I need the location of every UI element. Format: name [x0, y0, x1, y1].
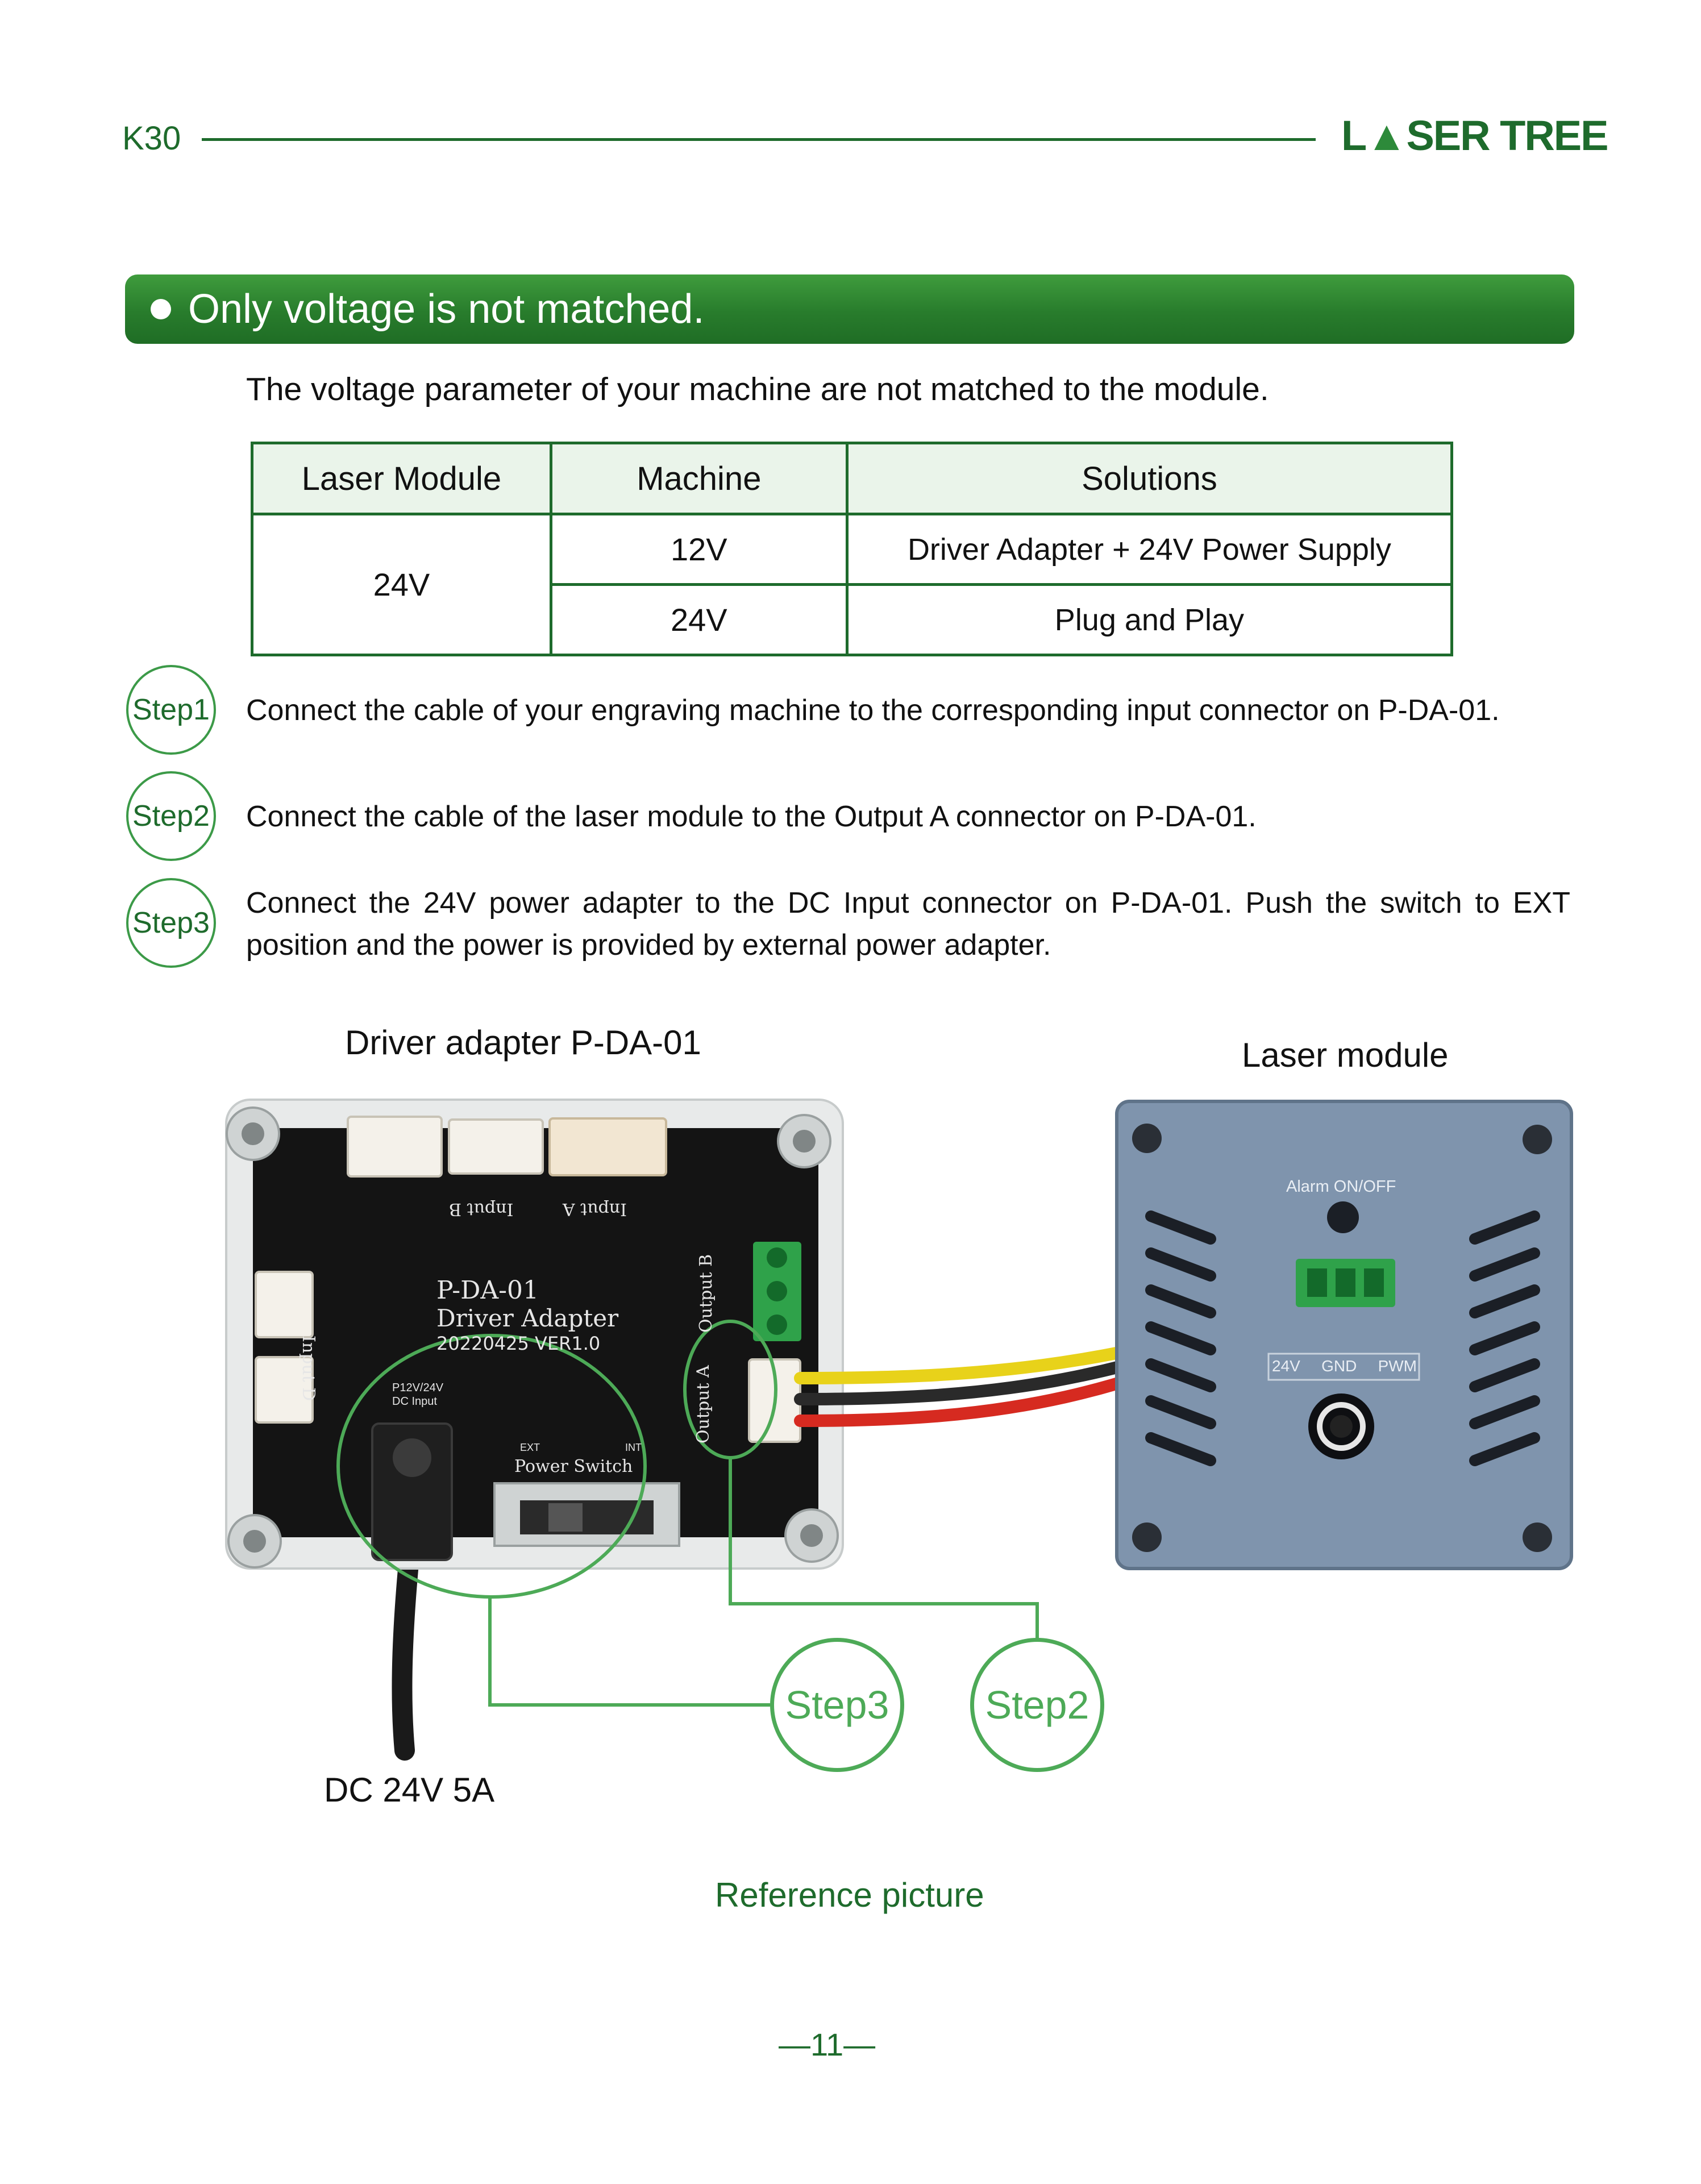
step2-callout: Step2 — [970, 1638, 1104, 1772]
step3-leader-line — [488, 1597, 770, 1707]
alarm-button-icon — [1327, 1201, 1359, 1233]
input-d-connector-icon — [255, 1271, 314, 1424]
input-d-label: Input D — [298, 1336, 318, 1401]
step2-text: Connect the cable of the laser module to… — [246, 800, 1257, 833]
power-switch-icon — [493, 1482, 680, 1547]
bullet-icon — [151, 299, 171, 319]
input-a-label: Input A — [563, 1199, 627, 1219]
input-connector-icon — [347, 1116, 667, 1178]
pin-label: GND — [1321, 1357, 1357, 1375]
screw-icon — [1132, 1124, 1552, 1552]
table-header-cell: Solutions — [845, 442, 1454, 515]
board-subtitle: Driver Adapter — [436, 1304, 619, 1332]
switch-int-label: INT — [625, 1442, 642, 1453]
table-cell-solution: Driver Adapter + 24V Power Supply — [845, 513, 1454, 586]
dc-input-label: P12V/24V DC Input — [392, 1382, 444, 1408]
step2-leader-line — [729, 1458, 1039, 1640]
step3-badge: Step3 — [126, 878, 216, 968]
table-row: 24V 12V Driver Adapter + 24V Power Suppl… — [251, 513, 1454, 656]
table-cell-machine: 24V — [549, 583, 849, 656]
input-b-label: Input B — [449, 1199, 514, 1219]
page-number: —11— — [779, 2027, 876, 2062]
laser-module-body — [1115, 1100, 1573, 1570]
output-b-label: Output B — [696, 1254, 716, 1333]
step3-callout: Step3 — [770, 1638, 904, 1772]
screw-icon — [226, 1106, 839, 1569]
header-rule — [202, 138, 1316, 141]
compatibility-table: Laser Module Machine Solutions 24V 12V D… — [251, 442, 1454, 656]
table-header-cell: Laser Module — [251, 442, 552, 515]
document-model: K30 — [122, 120, 181, 157]
step1-badge: Step1 — [126, 665, 216, 755]
tree-triangle-icon: ▲ — [1366, 112, 1407, 159]
adapter-caption: Driver adapter P-DA-01 — [345, 1024, 701, 1062]
section-banner: Only voltage is not matched. — [125, 274, 1574, 344]
table-header-row: Laser Module Machine Solutions — [251, 442, 1454, 515]
table-cell-solution: Plug and Play — [845, 583, 1454, 656]
dc-jack-icon — [371, 1422, 453, 1561]
power-caption: DC 24V 5A — [324, 1771, 495, 1809]
vent-slots-icon — [1145, 1210, 1540, 1466]
pin-label: PWM — [1378, 1357, 1417, 1375]
step3-text: Connect the 24V power adapter to the DC … — [246, 887, 1570, 962]
board-version: 20220425 VER1.0 — [436, 1333, 601, 1354]
output-b-terminal-icon — [753, 1242, 801, 1341]
table-cell-module: 24V — [251, 513, 552, 656]
section-title: Only voltage is not matched. — [188, 286, 705, 332]
laser-tree-logo: L▲SER TREE — [1341, 112, 1609, 159]
pin-label: 24V — [1272, 1357, 1300, 1375]
dc-power-cable — [392, 1547, 419, 1761]
module-terminal-icon — [1296, 1259, 1395, 1307]
module-pin-labels: 24V GND PWM — [1272, 1357, 1417, 1375]
step1-text: Connect the cable of your engraving mach… — [246, 694, 1500, 727]
module-caption: Laser module — [1242, 1036, 1449, 1074]
step2-badge: Step2 — [126, 771, 216, 861]
alarm-label: Alarm ON/OFF — [1286, 1178, 1396, 1196]
pin-label-frame — [1267, 1353, 1420, 1381]
switch-ext-label: EXT — [520, 1442, 540, 1453]
table-cell-machine: 12V — [549, 513, 849, 586]
power-switch-label: Power Switch — [514, 1457, 633, 1476]
board-name: P-DA-01 — [436, 1276, 539, 1305]
table-header-cell: Machine — [549, 442, 849, 515]
intro-text: The voltage parameter of your machine ar… — [246, 371, 1269, 407]
table-row: 24V Plug and Play — [252, 583, 1454, 656]
output-a-label: Output A — [693, 1365, 713, 1443]
reference-caption: Reference picture — [715, 1876, 984, 1914]
